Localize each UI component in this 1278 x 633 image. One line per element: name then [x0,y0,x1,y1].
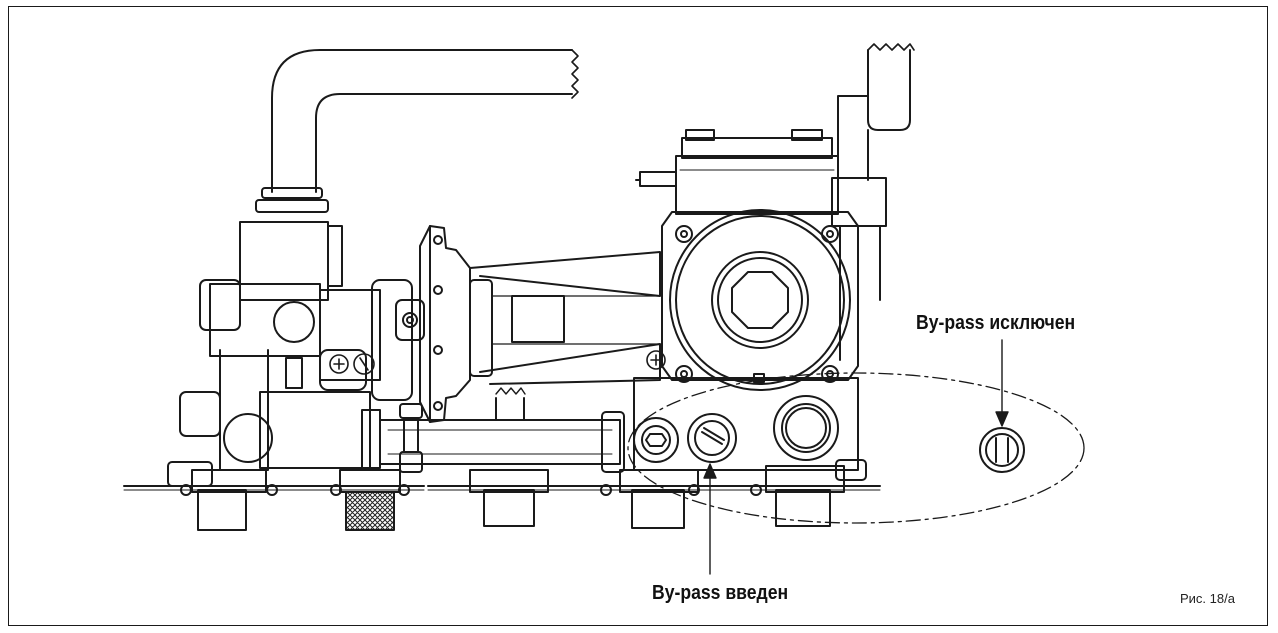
return-pipe [255,49,579,213]
arrow-bypass-off [995,339,1009,427]
pump-riser [831,43,915,361]
exchanger-block [469,251,661,385]
flange [395,225,493,423]
bottom-connectors [167,461,845,531]
bypass-on-label: By-pass введен [652,582,789,604]
bypass-pipe [379,387,625,473]
bypass-highlight-ellipse [627,372,1085,524]
valve-body-left [179,221,413,471]
pump-body [661,209,859,391]
bypass-off-label: By-pass исключен [916,312,1076,334]
figure-caption: Рис. 18/a [1180,591,1235,606]
screw-right [646,350,666,370]
screw-left [329,353,375,375]
arrow-bypass-on [703,463,717,575]
pump-manifold [633,377,867,481]
figure-frame [8,6,1268,626]
pump-head [635,129,839,215]
bypass-screw-detail [979,427,1025,473]
